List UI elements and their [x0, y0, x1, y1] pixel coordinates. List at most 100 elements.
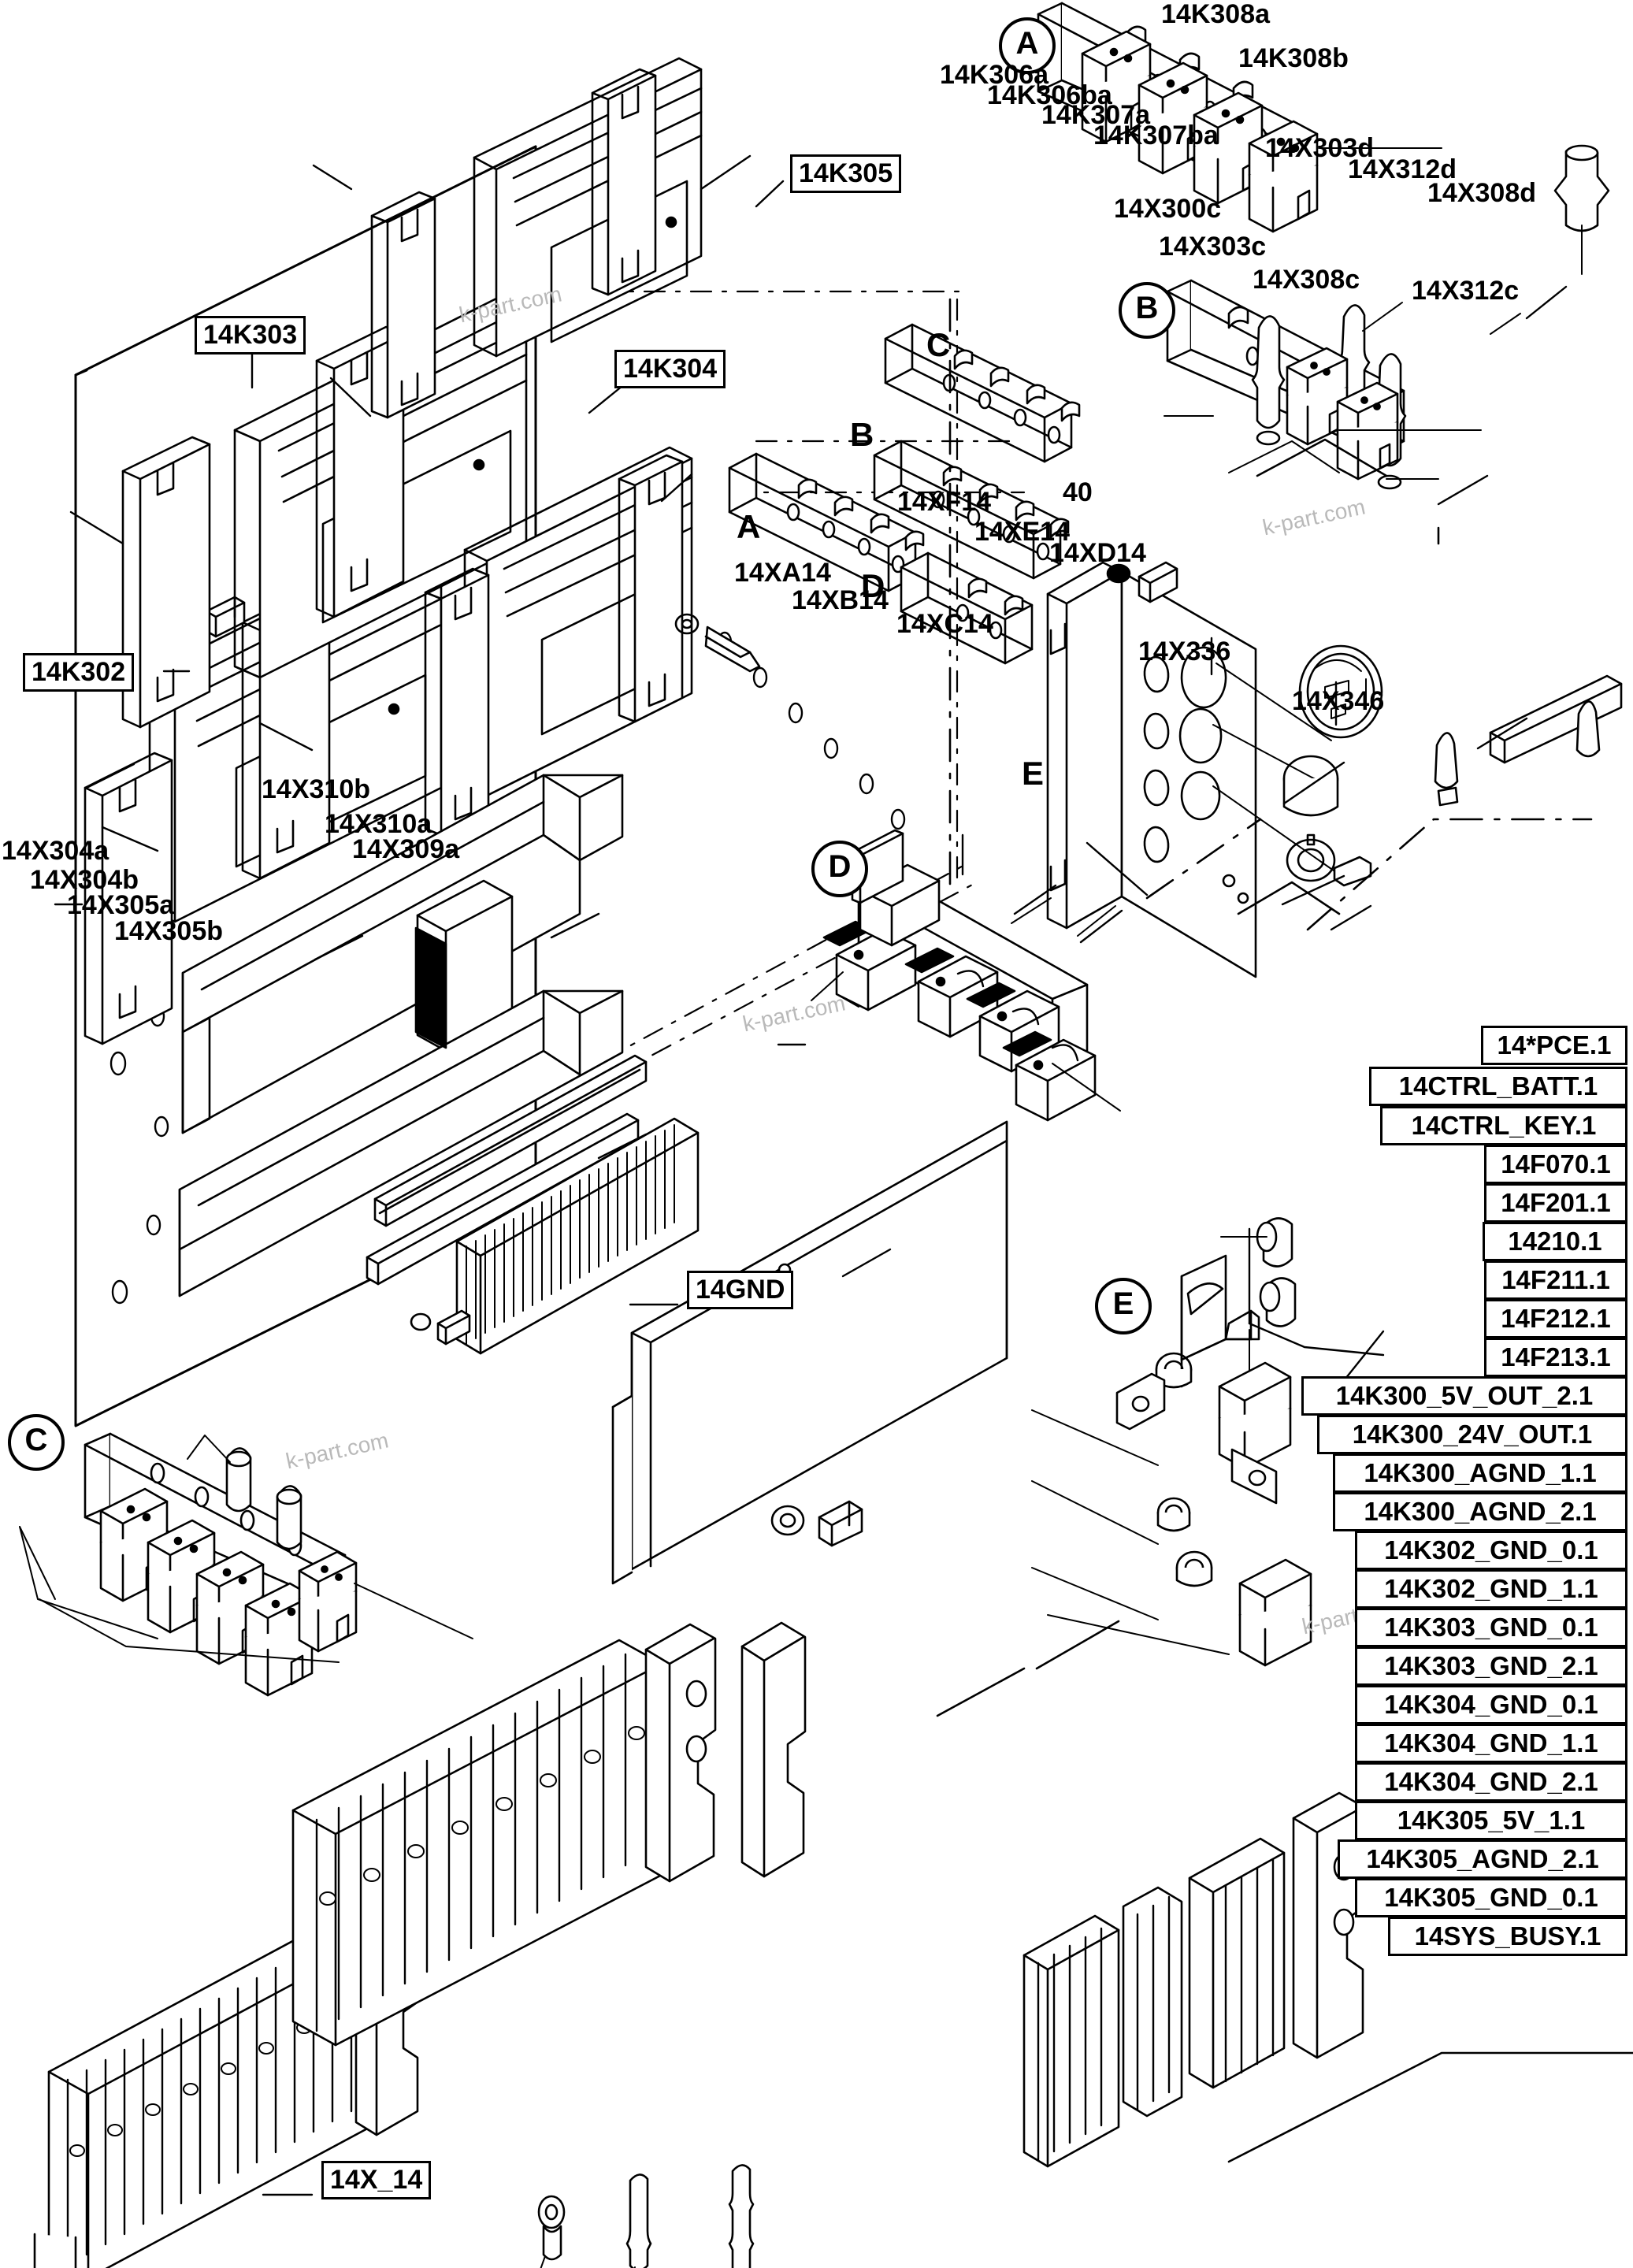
relay: [1081, 30, 1152, 143]
post: [276, 1485, 302, 1550]
leader-lines: [54, 154, 1633, 2196]
right-hardware: [1434, 674, 1623, 807]
din-rail: [373, 1054, 648, 1227]
signal-label: 14SYS_BUSY.1: [1388, 1917, 1627, 1956]
relay: [1286, 347, 1349, 446]
signal-label: 14*PCE.1: [1481, 1026, 1627, 1065]
label-14x308d: 14X308d: [1427, 178, 1536, 208]
label-14x305b: 14X305b: [114, 916, 223, 946]
label-14xf14: 14XF14: [897, 487, 992, 517]
label-14xe14: 14XE14: [974, 517, 1070, 547]
letter-b: B: [850, 416, 874, 453]
letter-d: D: [861, 567, 885, 604]
terminal-block-left: [33, 1905, 421, 2268]
callout-c: C: [8, 1414, 65, 1471]
callout-e: E: [1095, 1278, 1152, 1334]
signal-label: 14K300_AGND_1.1: [1333, 1453, 1627, 1493]
relay: [244, 1582, 314, 1697]
bracket-e: [1180, 1217, 1385, 1427]
signal-label: 14F212.1: [1484, 1299, 1627, 1338]
module-14k304: [424, 446, 693, 837]
label-14k308b: 14K308b: [1238, 43, 1349, 73]
cylinder-pin: [1256, 1217, 1293, 1268]
label-14k308a: 14K308a: [1161, 0, 1271, 29]
label-14x308c: 14X308c: [1253, 265, 1360, 295]
label-14x346: 14X346: [1292, 686, 1385, 716]
hardware-cluster: [1031, 1352, 1312, 1667]
bracket-strip-c: [884, 323, 1081, 463]
relay-bank-b: [1164, 279, 1521, 490]
label-14k306a: 14K306a: [940, 60, 1049, 90]
callout-d: D: [811, 841, 868, 897]
part-label-14k302: 14K302: [23, 653, 135, 692]
pin-contact: [728, 2164, 755, 2268]
signal-label: 14K300_5V_OUT_2.1: [1301, 1376, 1627, 1416]
label-14k307ba: 14K307ba: [1093, 121, 1219, 150]
part-label-14k305: 14K305: [790, 154, 902, 193]
signal-label: 14K305_AGND_2.1: [1338, 1839, 1627, 1879]
letter-e: E: [1022, 755, 1045, 792]
signal-label: 14K304_GND_1.1: [1355, 1724, 1627, 1763]
key-cylinder: [1282, 755, 1372, 887]
signal-label: 14K302_GND_0.1: [1355, 1531, 1627, 1570]
label-14xa14: 14XA14: [734, 558, 831, 588]
part-label-14x-14: 14X_14: [321, 2161, 432, 2199]
relay-bank-c: [19, 1432, 473, 1697]
signal-label: 14K304_GND_0.1: [1355, 1685, 1627, 1724]
bolt-and-washer: [770, 1500, 863, 1547]
relay: [1248, 120, 1319, 233]
pin-contact: [625, 2173, 652, 2268]
signal-label: 14F211.1: [1484, 1260, 1627, 1300]
signal-label: 14K303_GND_0.1: [1355, 1608, 1627, 1647]
ring-terminal: [537, 2195, 566, 2268]
small-hardware-top: [1106, 561, 1178, 603]
terminal-block-center: [291, 1621, 807, 2047]
label-14x304b: 14X304b: [30, 865, 139, 895]
label-14x303c: 14X303c: [1159, 232, 1267, 262]
pin-connector-topright: [1553, 144, 1610, 275]
letter-a: A: [737, 508, 761, 545]
label-14xc14: 14XC14: [896, 609, 993, 639]
module-14k305: [370, 57, 703, 419]
loose-parts-bottom: [537, 2164, 755, 2268]
signal-label: 14K300_24V_OUT.1: [1317, 1415, 1627, 1454]
label-14x309a: 14X309a: [352, 834, 460, 864]
switch-bank-d: [811, 829, 1121, 1122]
signal-label: 14K303_GND_2.1: [1355, 1646, 1627, 1686]
part-label-14gnd: 14GND: [687, 1271, 794, 1309]
label-14xb14: 14XB14: [792, 585, 889, 615]
label-14x303d: 14X303d: [1265, 133, 1374, 163]
relay: [1336, 381, 1399, 481]
side-mount-plate: [1046, 561, 1340, 978]
relay-bank-a: [1037, 2, 1442, 233]
relay: [1138, 61, 1208, 175]
comb-teeth: [466, 1124, 675, 1345]
micro-switch: [966, 982, 1060, 1073]
letter-c: C: [926, 326, 951, 363]
signal-label: 14K302_GND_1.1: [1355, 1569, 1627, 1609]
bracket-strip-b: [873, 440, 1070, 580]
signal-label: 14CTRL_KEY.1: [1380, 1106, 1627, 1145]
relay: [298, 1550, 358, 1653]
washer-screw: [674, 613, 761, 673]
signal-label: 14K305_GND_0.1: [1355, 1878, 1627, 1917]
cylinder-pin: [1259, 1277, 1297, 1327]
terminal-block-right: [1022, 1791, 1366, 2168]
small-screw: [410, 1309, 471, 1346]
label-14x305a: 14X305a: [67, 890, 175, 920]
module-14k303: [121, 295, 528, 729]
label-14xd14: 14XD14: [1049, 538, 1146, 568]
label-14x310a: 14X310a: [325, 809, 432, 839]
label-14x300c: 14X300c: [1114, 194, 1222, 224]
callout-a: A: [999, 17, 1056, 74]
connector-block: [1238, 1558, 1312, 1667]
signal-label: 14F213.1: [1484, 1338, 1627, 1377]
part-label-14k303: 14K303: [195, 316, 306, 354]
bracket-strip-d: [900, 551, 1034, 665]
label-14x336: 14X336: [1138, 637, 1231, 666]
cable-duct-assembly: [178, 774, 624, 1297]
signal-label: 14CTRL_BATT.1: [1369, 1067, 1627, 1106]
label-40: 40: [1063, 477, 1093, 507]
